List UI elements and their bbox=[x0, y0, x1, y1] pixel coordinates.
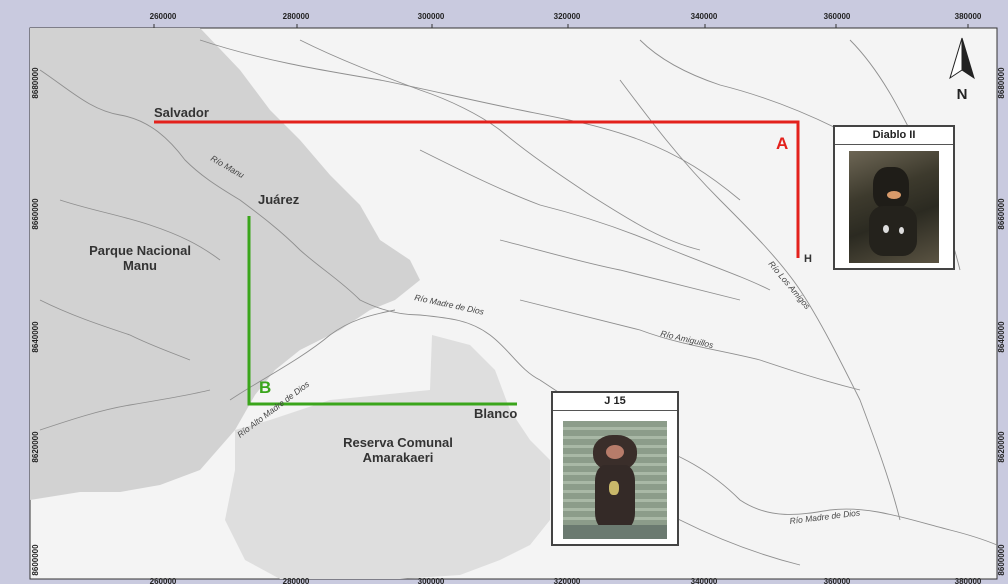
photo-title-j15: J 15 bbox=[553, 393, 677, 411]
place-salvador: Salvador bbox=[154, 105, 209, 120]
y-tick-right-3: 8640000 bbox=[997, 321, 1006, 353]
route-a-line bbox=[154, 120, 800, 258]
north-label: N bbox=[957, 86, 968, 103]
route-b-label: B bbox=[259, 378, 271, 397]
place-juarez: Juárez bbox=[258, 192, 300, 207]
otter-photo-j15 bbox=[563, 421, 667, 539]
amarakaeri-label-2: Amarakaeri bbox=[363, 450, 434, 465]
y-tick-right-4: 8620000 bbox=[997, 431, 1006, 463]
route-a-label: A bbox=[776, 134, 788, 153]
y-tick-left-4: 8620000 bbox=[31, 431, 40, 463]
river-network bbox=[39, 39, 998, 566]
x-tick-bottom-7: 380000 bbox=[955, 577, 982, 584]
route-b-line bbox=[247, 216, 517, 406]
y-tick-left-5: 8600000 bbox=[31, 544, 40, 576]
x-tick-bottom-4: 320000 bbox=[554, 577, 581, 584]
x-tick-bottom-2: 280000 bbox=[283, 577, 310, 584]
y-tick-right-1: 8680000 bbox=[997, 67, 1006, 99]
x-tick-top-6: 360000 bbox=[824, 12, 851, 21]
x-tick-bottom-1: 260000 bbox=[150, 577, 177, 584]
manu-park-label-2: Manu bbox=[123, 258, 157, 273]
otter-photo-diablo bbox=[849, 151, 939, 263]
manu-national-park bbox=[30, 28, 420, 500]
place-h: H bbox=[804, 253, 812, 265]
x-tick-top-5: 340000 bbox=[691, 12, 718, 21]
amarakaeri-label-1: Reserva Comunal bbox=[343, 435, 453, 450]
y-tick-left-1: 8680000 bbox=[31, 67, 40, 99]
x-tick-bottom-3: 300000 bbox=[418, 577, 445, 584]
y-tick-left-2: 8660000 bbox=[31, 198, 40, 230]
x-axis-ticks-top bbox=[153, 24, 969, 28]
y-tick-left-3: 8640000 bbox=[31, 321, 40, 353]
manu-park-label-1: Parque Nacional bbox=[89, 243, 191, 258]
amarakaeri-reserve bbox=[225, 335, 550, 579]
x-tick-bottom-6: 360000 bbox=[824, 577, 851, 584]
y-tick-right-5: 8600000 bbox=[997, 544, 1006, 576]
photo-title-diablo: Diablo II bbox=[835, 127, 953, 145]
photo-inset-j15: J 15 bbox=[551, 391, 679, 546]
x-tick-top-1: 260000 bbox=[150, 12, 177, 21]
x-tick-top-4: 320000 bbox=[554, 12, 581, 21]
x-tick-top-2: 280000 bbox=[283, 12, 310, 21]
north-arrow-icon bbox=[949, 37, 975, 80]
photo-inset-diablo: Diablo II bbox=[833, 125, 955, 270]
place-blanco: Blanco bbox=[474, 406, 517, 421]
x-tick-top-3: 300000 bbox=[418, 12, 445, 21]
x-tick-bottom-5: 340000 bbox=[691, 577, 718, 584]
y-tick-right-2: 8660000 bbox=[997, 198, 1006, 230]
x-tick-top-7: 380000 bbox=[955, 12, 982, 21]
